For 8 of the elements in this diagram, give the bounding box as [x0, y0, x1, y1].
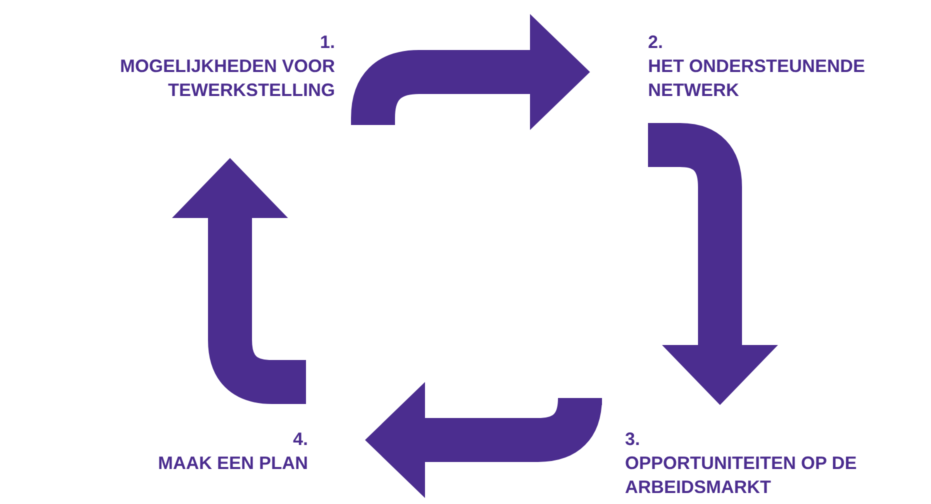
step-title: MAAK EEN PLAN [158, 452, 308, 475]
step-number: 2. [648, 31, 664, 54]
step-number: 3. [625, 428, 640, 451]
step-number: 1. [320, 31, 335, 54]
step-title: HET ONDERSTEUNENDE NETWERK [648, 55, 866, 102]
step-number: 4. [292, 428, 308, 451]
step-title: MOGELIJKHEDEN VOOR TEWERKSTELLING [118, 55, 335, 102]
step-title: OPPORTUNITEITEN OP DE ARBEIDSMARKT [625, 452, 858, 499]
